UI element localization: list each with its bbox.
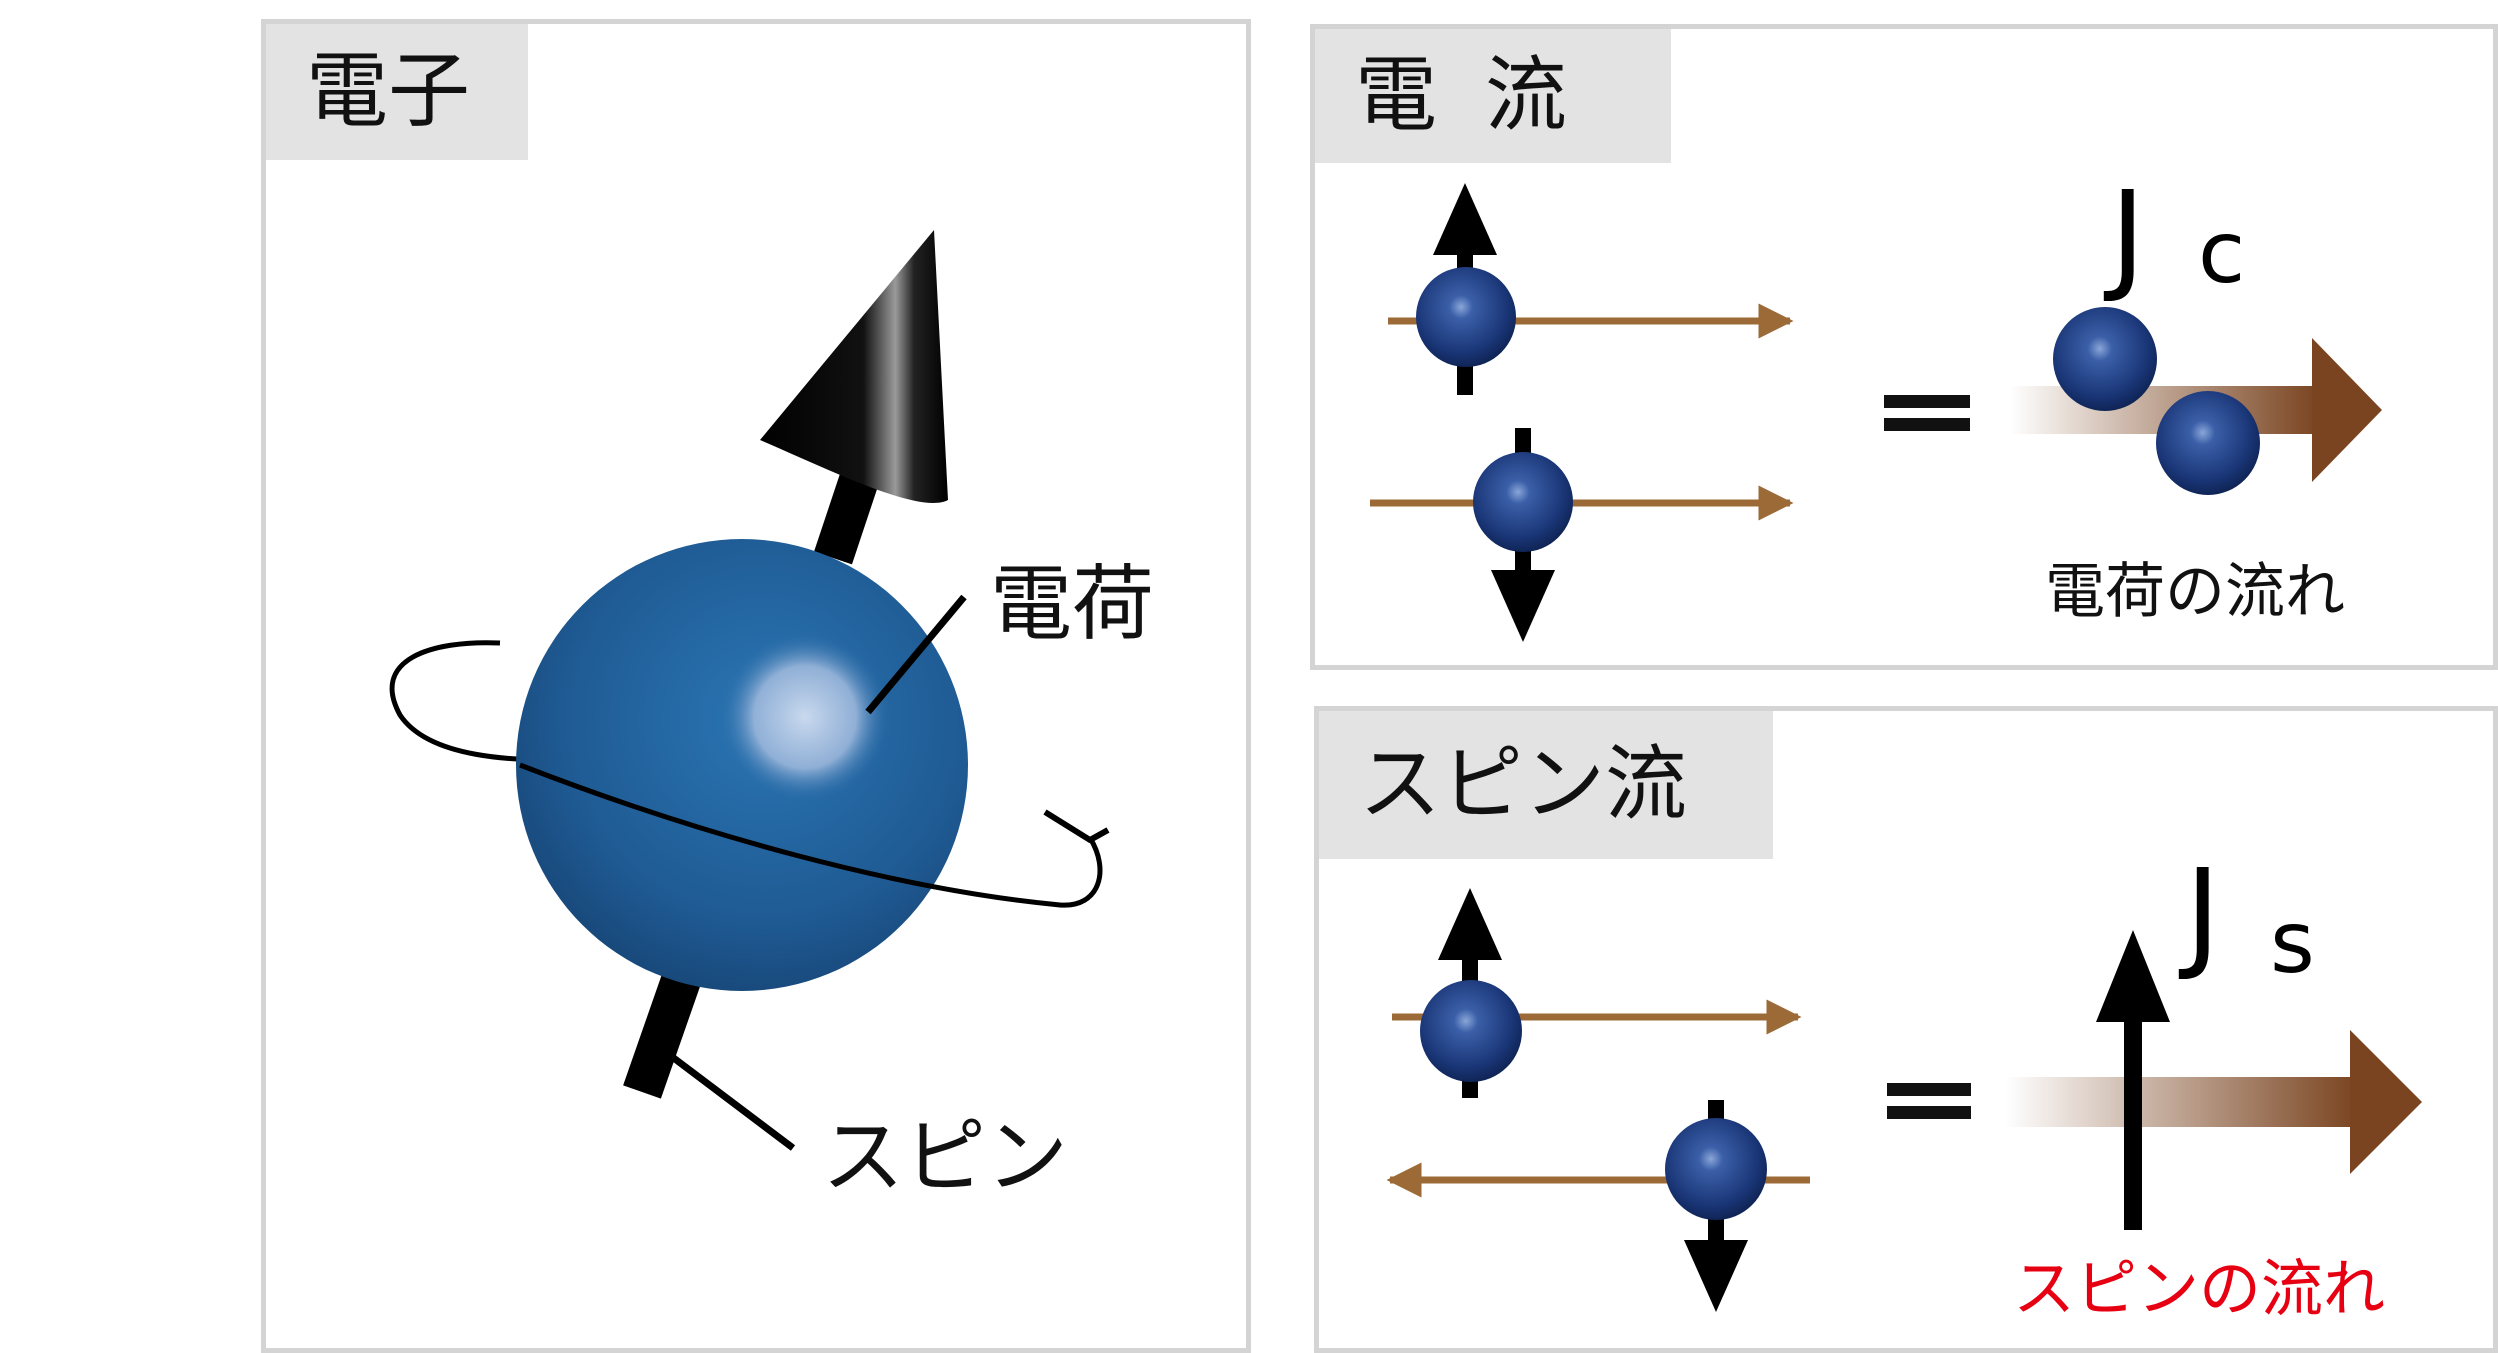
electron-title: 電子 [266, 24, 528, 160]
current-illustration: J c 電荷の流れ [1370, 167, 2382, 642]
spin-cone [760, 230, 948, 503]
spin-big-arrow-shaft [2005, 1077, 2357, 1127]
spin-equals-bottom [1887, 1106, 1971, 1119]
current-equals-top [1884, 395, 1970, 408]
current-big-arrow-head [2312, 338, 2382, 482]
current-caption: 電荷の流れ [2045, 557, 2345, 627]
current-electron-2 [1473, 452, 1573, 552]
spin-current-illustration: J s スピンの流れ [1386, 845, 2422, 1325]
current-flow-electron-1 [2053, 307, 2157, 411]
spin-axis-lower [623, 959, 705, 1099]
orbit-back [389, 640, 561, 763]
spin-leader [668, 1053, 796, 1151]
current-flow-electron-2 [2156, 391, 2260, 495]
spin-up-head [2096, 930, 2170, 1022]
current-spin-head-2 [1491, 570, 1555, 642]
spin-electron-1 [1420, 980, 1522, 1082]
spin-label: スピン [822, 1110, 1068, 1205]
rotation-arrowhead [1043, 809, 1110, 843]
current-electron-1 [1416, 267, 1516, 367]
spin-symbol-main: J [2178, 845, 2220, 984]
charge-label: 電荷 [990, 557, 1154, 652]
spin-electron-2 [1665, 1118, 1767, 1220]
current-equals-bottom [1884, 418, 1970, 431]
orbit-front [519, 762, 1103, 908]
spin-symbol-sub: s [2270, 893, 2315, 993]
spin-current-title: スピン流 [1319, 711, 1773, 859]
spin-big-arrow-head [2350, 1030, 2422, 1174]
current-title: 電流 [1315, 29, 1671, 163]
current-symbol-sub: c [2198, 203, 2245, 303]
spin-spin-head-2 [1684, 1240, 1748, 1312]
charge-spot [720, 632, 890, 802]
charge-leader [865, 594, 967, 715]
electron-illustration: 電荷 スピン [389, 230, 1154, 1205]
spin-caption: スピンの流れ [2013, 1252, 2385, 1325]
spin-equals-top [1887, 1083, 1971, 1096]
spin-spin-head-1 [1438, 888, 1502, 960]
current-panel: 電流 [1310, 24, 2498, 670]
current-spin-head-1 [1433, 183, 1497, 255]
current-symbol-main: J [2103, 167, 2145, 306]
